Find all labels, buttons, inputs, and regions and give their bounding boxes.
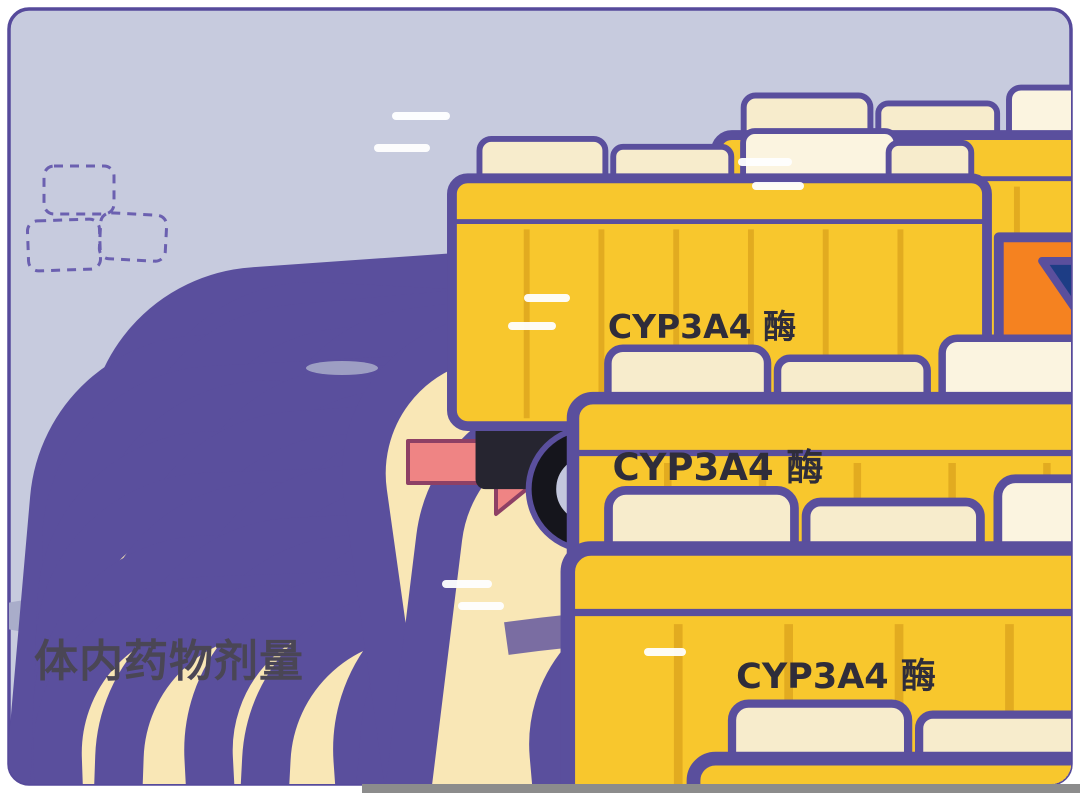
ghost-boxes bbox=[25, 164, 169, 273]
loose-box-shadow bbox=[306, 361, 378, 375]
bottom-strip bbox=[362, 784, 1080, 793]
caption-text: 体内药物剂量 bbox=[34, 636, 304, 687]
truck-bottom-right: CYP3A4 酶 bbox=[694, 657, 1080, 793]
truck-middle-lower: CYP3A4 酶 bbox=[568, 446, 1080, 793]
cyp3a4-label-3: CYP3A4 酶 bbox=[736, 657, 936, 697]
cyp3a4-label-1: CYP3A4 酶 bbox=[608, 307, 796, 346]
ghost-box bbox=[97, 211, 169, 263]
truck-middle-upper: CYP3A4 酶 bbox=[573, 307, 1080, 793]
cyp3a4-label-2: CYP3A4 酶 bbox=[612, 446, 823, 489]
ghost-box bbox=[42, 164, 116, 216]
ghost-box bbox=[25, 217, 103, 273]
speed-lines bbox=[374, 112, 804, 656]
